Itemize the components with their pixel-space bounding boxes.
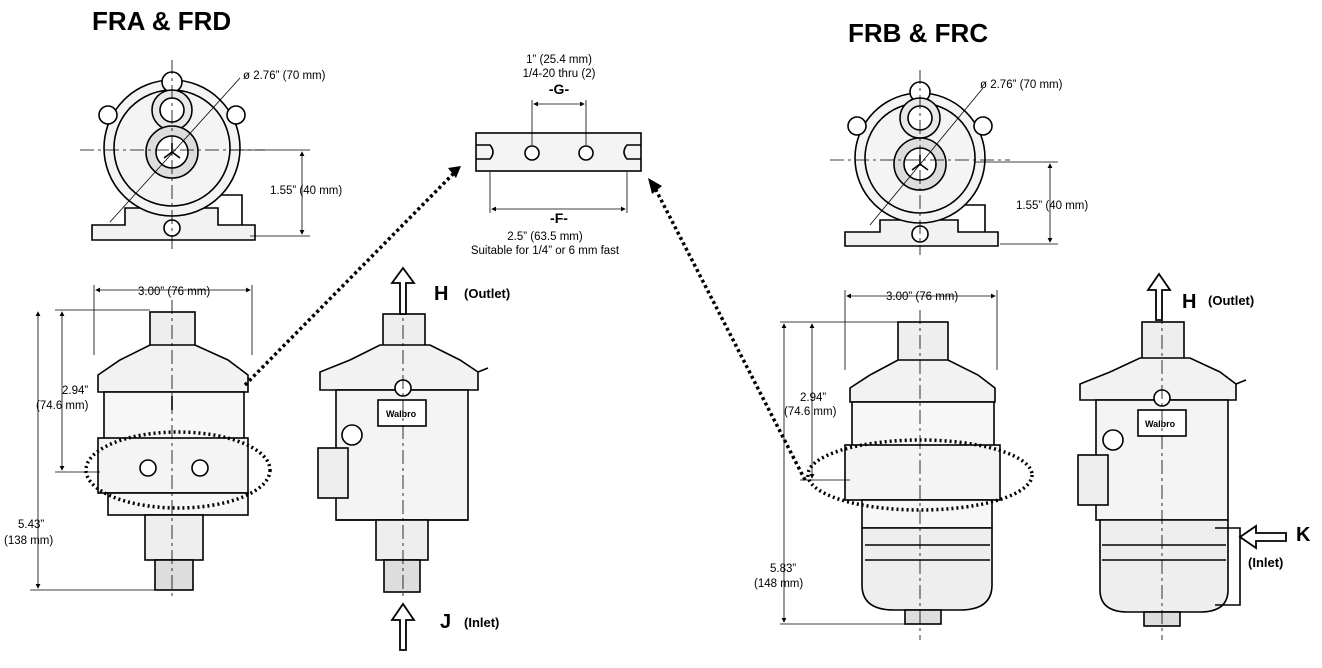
left-inlet-text: (Inlet) [464, 615, 499, 630]
title-fra-frd: FRA & FRD [92, 6, 231, 36]
right-upper-height-mm: (74.6 mm) [784, 406, 837, 418]
right-inlet-text: (Inlet) [1248, 555, 1283, 570]
right-inlet-letter: K [1296, 524, 1311, 546]
right-diameter-label: ø 2.76” (70 mm) [980, 79, 1063, 91]
right-pointer-arrow [654, 189, 807, 481]
right-total-height-mm: (148 mm) [754, 578, 803, 590]
bracket-dims [489, 100, 628, 213]
right-inlet-arrow-icon [1238, 524, 1287, 550]
left-outlet-letter: H [434, 283, 448, 305]
left-width-label: 3.00” (76 mm) [138, 286, 210, 298]
left-total-height-in: 5.43” [18, 519, 44, 531]
bracket-g-line1: 1” (25.4 mm) [526, 54, 592, 66]
right-total-height-in: 5.83” [770, 563, 796, 575]
left-pointer-arrow [243, 170, 457, 387]
left-outlet-arrow-icon [390, 266, 416, 315]
left-total-height-mm: (138 mm) [4, 535, 53, 547]
left-top-centerlines [80, 60, 310, 250]
left-bracket-highlight [84, 430, 272, 510]
bracket-detail [475, 132, 642, 172]
left-pointer-arrowhead-icon [448, 166, 461, 178]
left-front-dims [30, 285, 253, 600]
left-brand-label: Walbro [386, 409, 417, 419]
right-brand-label: Walbro [1145, 419, 1176, 429]
bracket-g-line2: 1/4-20 thru (2) [523, 68, 596, 80]
right-front-dims [780, 290, 998, 640]
right-top-view [844, 81, 999, 247]
left-bracket-height-label: 1.55” (40 mm) [270, 185, 342, 197]
bracket-f-line2: Suitable for 1/4” or 6 mm fast [471, 245, 620, 257]
right-outlet-arrow-icon [1146, 272, 1172, 321]
right-upper-height-in: 2.94” [800, 392, 826, 404]
right-outlet-text: (Outlet) [1208, 293, 1254, 308]
left-front-view [97, 311, 249, 591]
left-upper-height-in: 2.94” [62, 385, 88, 397]
right-bracket-height-label: 1.55” (40 mm) [1016, 200, 1088, 212]
bracket-g-label: -G- [549, 81, 570, 97]
bracket-f-line1: 2.5” (63.5 mm) [507, 231, 583, 243]
left-inlet-letter: J [440, 611, 451, 633]
left-upper-height-mm: (74.6 mm) [36, 400, 89, 412]
right-top-centerlines [830, 70, 1058, 255]
left-outlet-text: (Outlet) [464, 286, 510, 301]
right-pointer-arrowhead-icon [648, 178, 662, 194]
bracket-f-label: -F- [550, 210, 568, 226]
right-outlet-letter: H [1182, 291, 1196, 313]
title-frb-frc: FRB & FRC [848, 18, 988, 48]
left-diameter-label: ø 2.76” (70 mm) [243, 70, 326, 82]
right-front-view [844, 321, 1001, 625]
left-inlet-arrow-icon [390, 602, 416, 651]
right-width-label: 3.00” (76 mm) [886, 291, 958, 303]
